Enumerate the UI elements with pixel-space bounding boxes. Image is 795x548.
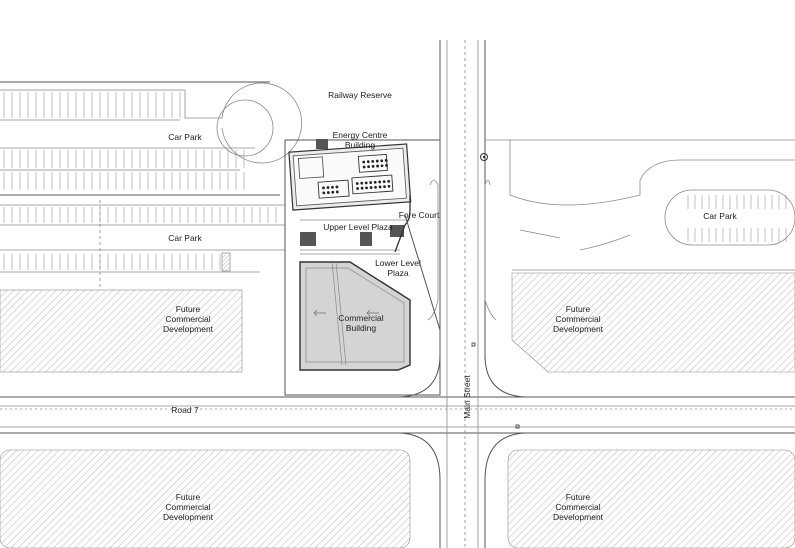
commercial-building [299,261,411,371]
future-development-nw [0,289,243,373]
label-road-7: Road 7 [171,405,199,415]
label-railway-reserve: Railway Reserve [328,90,392,100]
car-park-north [0,81,303,196]
car-park-east [485,139,795,271]
main-street [399,40,526,548]
label-fore-court: Fore Court [399,210,440,220]
future-development-ne [511,272,795,373]
label-car-park-east: Car Park [703,211,737,221]
future-development-se [507,449,795,548]
energy-centre-building [288,143,412,211]
roundabout-marker [480,153,488,161]
label-car-park-middle: Car Park [168,233,202,243]
road-7 [0,396,795,434]
label-car-park-north: Car Park [168,132,202,142]
car-park-middle [0,200,285,290]
label-main-street: Main Street [462,375,472,419]
central-site [284,139,441,396]
label-upper-plaza: Upper Level Plaza [323,222,393,232]
future-development-sw [0,449,411,548]
